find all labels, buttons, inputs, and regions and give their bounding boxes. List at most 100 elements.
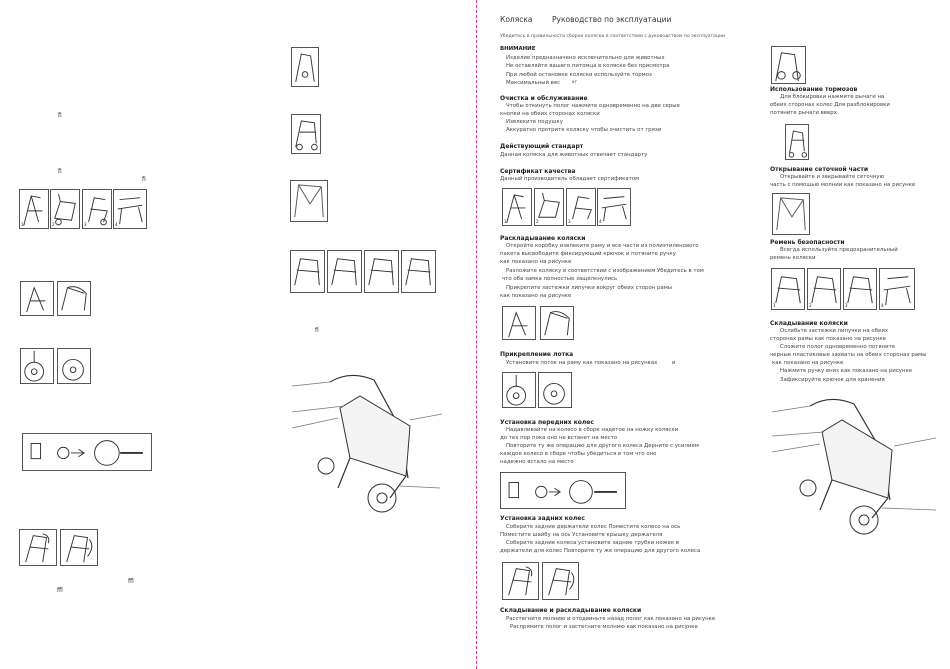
tray-line-and: и	[672, 360, 676, 366]
figure-fold-strip-4: 4	[879, 268, 915, 310]
figure-fold-1	[19, 529, 57, 566]
figure-fold-strip-1: 1	[771, 268, 805, 310]
footnote-mark: fi	[315, 327, 319, 334]
section-title-brakes: Использование тормозов	[770, 86, 858, 93]
figure-unfold-3: 3	[82, 189, 112, 229]
figure-tray-1	[20, 281, 54, 316]
folding-line: сторонах рамы как показано на рисунке	[770, 336, 886, 342]
cleaning-line: Извлеките подушку	[506, 119, 563, 125]
brakes-line: обеих сторонах колес Для разблокировки	[770, 102, 890, 108]
fold-unfold-line: Расстегните молнию и отодвиньте назад по…	[506, 616, 716, 622]
section-title-certificate: Сертификат качества	[500, 168, 576, 175]
warning-line: Изделие предназначено исключительно для …	[506, 55, 665, 61]
figure-unfold-2: 2	[50, 189, 80, 229]
section-title-belt: Ремень безопасности	[770, 239, 845, 246]
figure-fold-2	[60, 529, 98, 566]
figure-fold-strip-2: 2	[807, 268, 841, 310]
rear-wheels-line: Соберите задние колеса установите задние…	[506, 540, 679, 546]
front-wheels-line: каждое колесо в сборе чтобы убедиться в …	[500, 451, 657, 457]
figure-unfold-mid-3: 3	[566, 188, 596, 226]
folding-line: Нажмите ручку вниз как показано на рисун…	[780, 368, 913, 374]
unfolding-line: Прикрепите застежки липучки вокруг обеих…	[506, 285, 673, 291]
belt-line: ремень коляски	[770, 255, 816, 261]
header-product: Коляска	[500, 15, 533, 24]
section-title-fold-unfold: Складывание и раскладывание коляски	[500, 607, 642, 614]
rear-wheels-line: Соберите задние держатели колес Поместит…	[506, 524, 681, 530]
rear-wheels-line: держатели для колес Повторите ту же опер…	[500, 548, 701, 554]
figure-brake	[771, 46, 806, 84]
figure-belt-3	[364, 250, 399, 293]
section-title-folding: Складывание коляски	[770, 320, 848, 327]
figure-rear-wheel	[22, 433, 152, 471]
stroller-illustration-left	[290, 368, 450, 518]
cleaning-line: кнопки на обеих сторонах коляски	[500, 111, 600, 117]
figure-fold-mid-2	[542, 562, 579, 600]
figure-front-wheel-mid-1	[502, 372, 536, 408]
figure-fold-mid-1	[502, 562, 539, 600]
warning-line: Максимальный вес	[506, 80, 561, 86]
figure-unfold-mid-1: 1	[502, 188, 532, 226]
cleaning-line: Чтобы откинуть полог нажмите одновременн…	[506, 103, 680, 109]
figure-cleaning	[785, 124, 809, 160]
certificate-line: Данный производитель обладает сертификат…	[500, 176, 640, 182]
mesh-line: Открывайте и закрывайте сеточную	[780, 174, 885, 180]
figure-front-wheel-mid-2	[538, 372, 572, 408]
footnote-mark: fi	[142, 176, 146, 183]
section-title-standard: Действующий стандарт	[500, 143, 584, 150]
section-title-front-wheels: Установка передних колес	[500, 419, 594, 426]
standard-line: Данная коляска для животных отвечает ста…	[500, 152, 648, 158]
footnote-mark: fi	[58, 168, 62, 175]
unfolding-line: что оба замка полностью защелкнулись	[502, 276, 618, 282]
figure-unfold-1: 1	[19, 189, 49, 229]
warning-line: Не оставляйте вашего питомца в коляске б…	[506, 63, 670, 69]
folding-line: как показано на рисунке	[772, 360, 844, 366]
folding-line: Ослабьте застежки липучки на обеих	[780, 328, 889, 334]
figure-tray-mid-2	[540, 306, 574, 340]
brakes-line: Для блокировки нажмите рычаги на	[780, 94, 885, 100]
front-wheels-line: надежно встало на место	[500, 459, 574, 465]
figure-cleaning-small	[291, 114, 321, 154]
front-wheels-line: Надавливайте на колесо в сборе надетое н…	[506, 427, 679, 433]
figure-mesh-small	[290, 180, 328, 222]
tray-line: Установите поток на раму как показано на…	[506, 360, 658, 366]
section-title-tray: Прикрепление лотка	[500, 351, 574, 358]
figure-belt-4	[401, 250, 436, 293]
footnote-mark: ffl	[57, 587, 63, 594]
section-title-cleaning: Очистка и обслуживание	[500, 95, 588, 102]
figure-front-wheel-1	[20, 348, 54, 384]
figure-unfold-mid-2: 2	[534, 188, 564, 226]
figure-brake-small	[291, 47, 319, 87]
unfolding-line: Откройте коробку извлеките раму и все ча…	[506, 243, 699, 249]
footnote-mark: ffl	[128, 578, 134, 585]
folding-line: Зафиксируйте крючок для хранения	[780, 377, 885, 383]
cleaning-line: Аккуратно протрите коляску чтобы очистит…	[506, 127, 662, 133]
figure-belt-1	[290, 250, 325, 293]
folding-line: Сложите полог одновременно потяните	[780, 344, 896, 350]
warning-line: При любой остановке коляски используйте …	[506, 72, 652, 78]
section-title-unfolding: Раскладывание коляски	[500, 235, 586, 242]
unfolding-line: пакета высвободите фиксирующий крючок и …	[500, 251, 676, 257]
figure-unfold-4: 4	[113, 189, 147, 229]
front-wheels-line: до тех пор пока оно не встанет на место	[500, 435, 618, 441]
unfolding-line: Разложите коляску в соответствии с изобр…	[506, 268, 704, 274]
figure-belt-2	[327, 250, 362, 293]
rear-wheels-line: Поместите шайбу на ось Установите крышку…	[500, 532, 663, 538]
belt-line: Всегда используйте предохранительный	[780, 247, 898, 253]
figure-unfold-mid-4: 4	[597, 188, 631, 226]
fold-cut-line	[476, 0, 477, 669]
footnote-mark: fi	[58, 112, 62, 119]
warning-unit: кг	[572, 80, 578, 85]
stroller-illustration-right	[770, 392, 940, 537]
unfolding-line: как показано на рисунке	[500, 293, 572, 299]
figure-mesh	[772, 193, 810, 235]
fold-unfold-line: Распрямите полог и застегните молнию как…	[510, 624, 698, 630]
figure-fold-strip-3: 3	[843, 268, 877, 310]
section-title-mesh: Открывание сеточной части	[770, 166, 869, 173]
figure-rear-wheel-mid	[500, 472, 626, 509]
front-wheels-line: Повторите ту же операцию для другого кол…	[506, 443, 699, 449]
figure-tray-2	[57, 281, 91, 316]
folding-line: черные пластиковые захваты на обеих стор…	[770, 352, 927, 358]
brakes-line: потяните рычаги вверх	[770, 110, 837, 116]
section-title-warning: ВНИМАНИЕ	[500, 46, 536, 52]
figure-front-wheel-2	[57, 348, 91, 384]
